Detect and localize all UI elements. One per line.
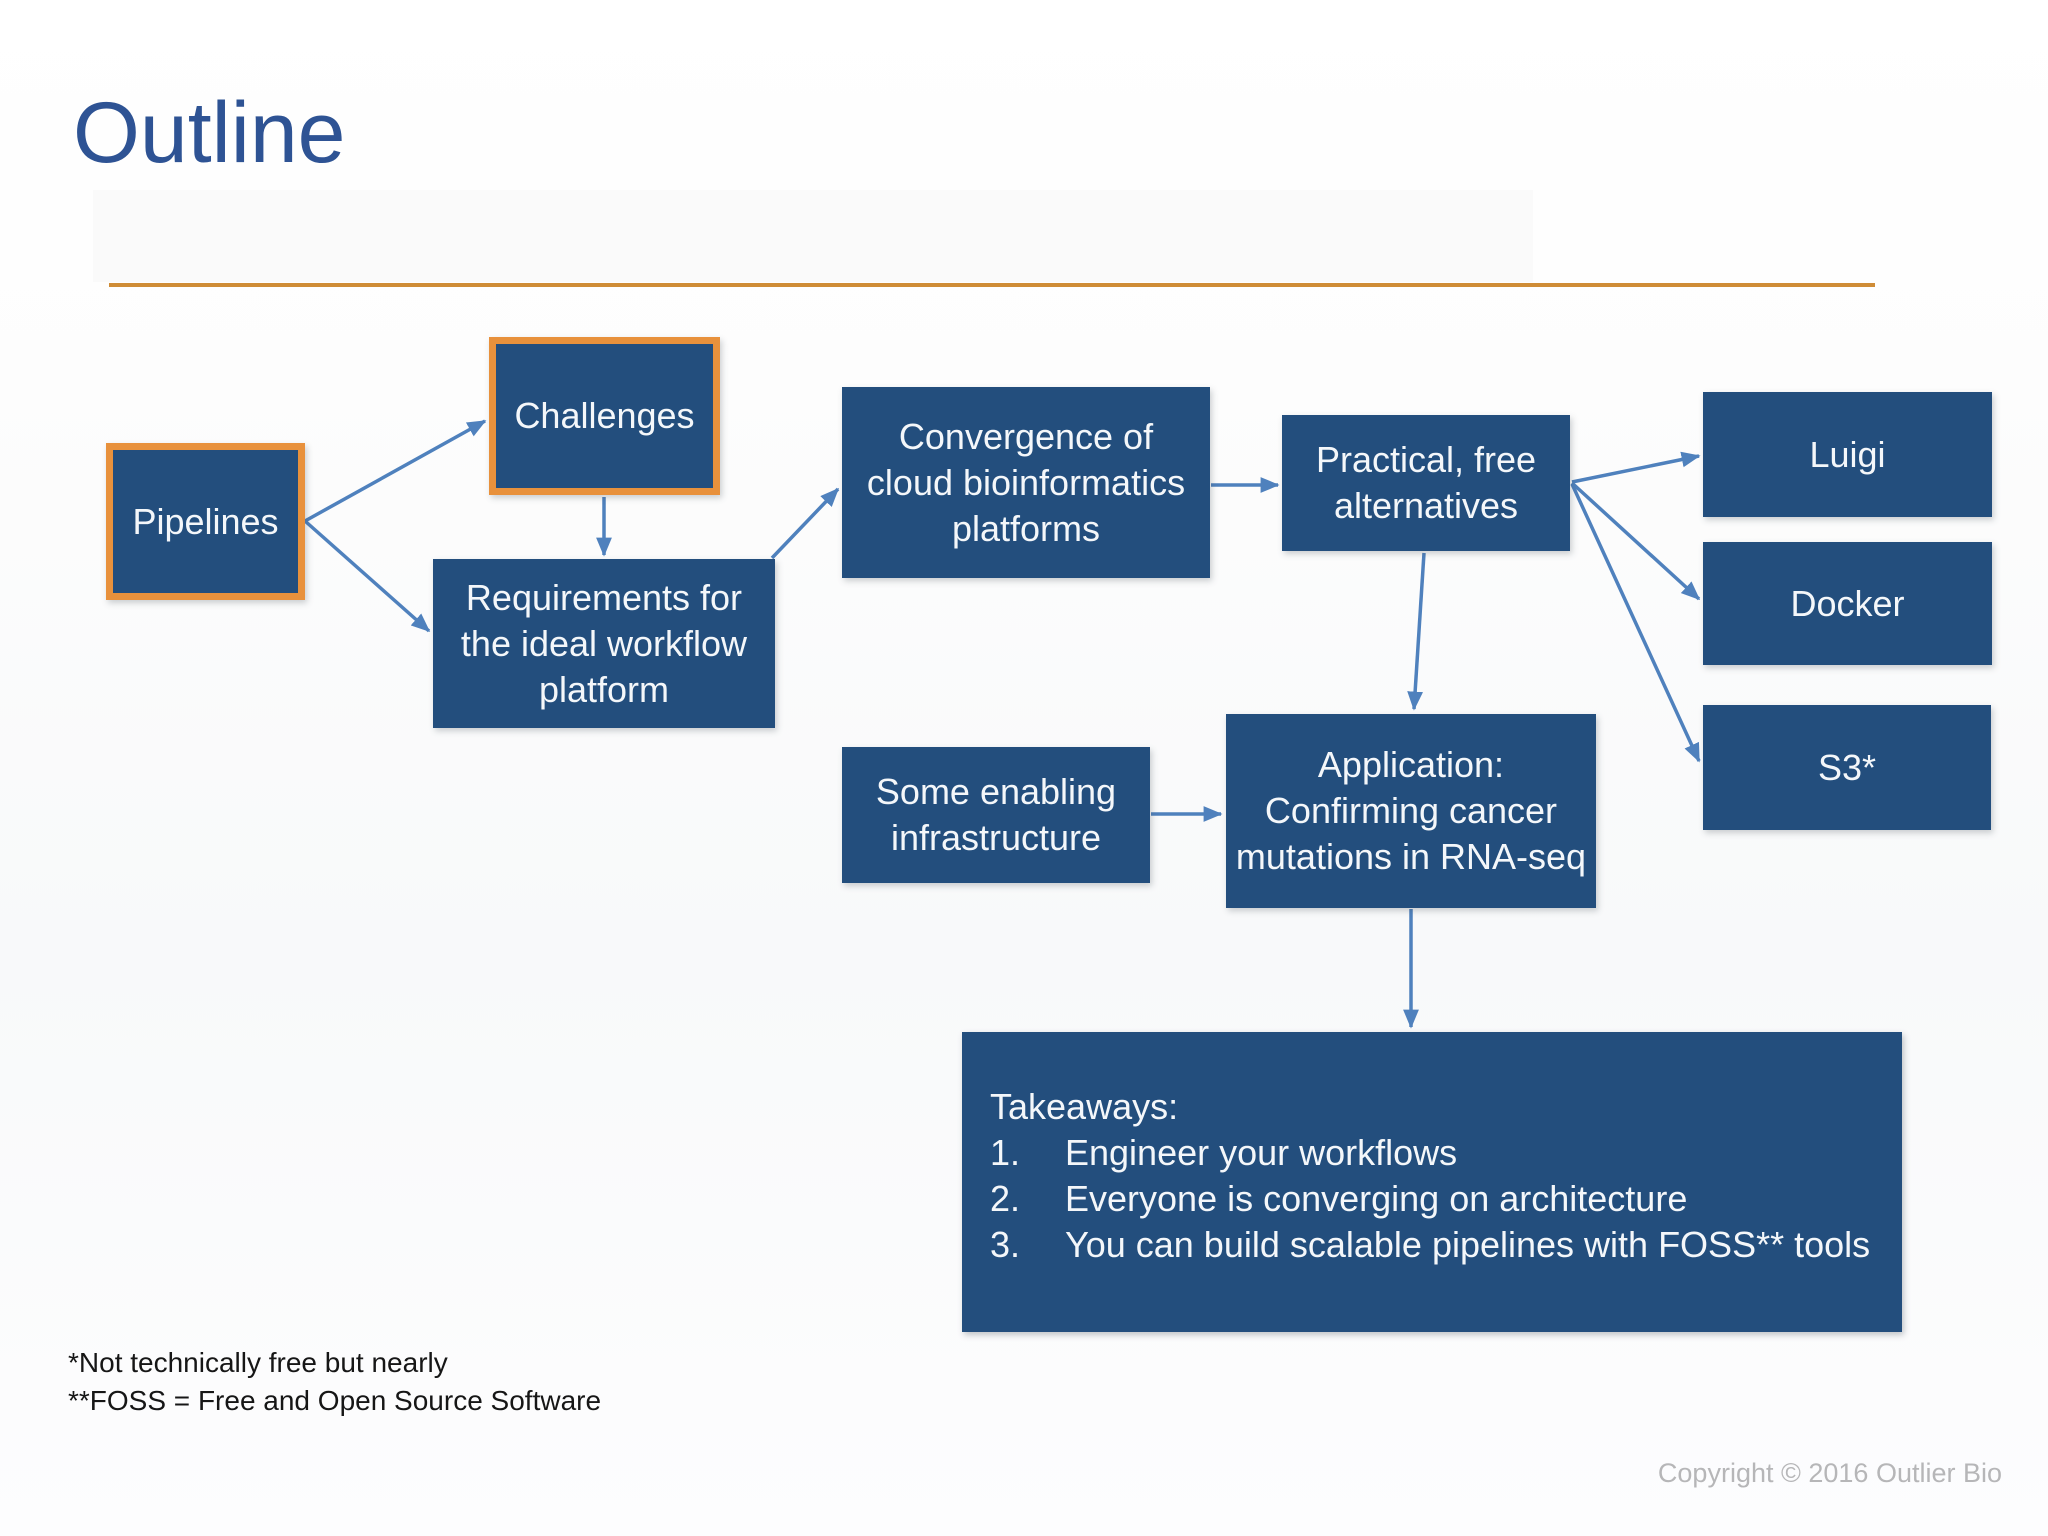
node-takeaways: Takeaways: 1. Engineer your workflows 2.… <box>962 1032 1902 1332</box>
takeaway-item: 2. Everyone is converging on architectur… <box>990 1176 1872 1222</box>
arrow-pipelines-challenges <box>304 419 487 523</box>
takeaway-text: Everyone is converging on architecture <box>1065 1178 1688 1219</box>
takeaway-item: 3. You can build scalable pipelines with… <box>990 1222 1872 1268</box>
footnote-line: *Not technically free but nearly <box>68 1347 448 1378</box>
arrow-practical-luigi <box>1571 451 1701 484</box>
takeaway-number: 1. <box>990 1132 1021 1173</box>
node-challenges: Challenges <box>489 337 720 495</box>
node-requirements: Requirements for the ideal workflow plat… <box>433 559 775 728</box>
takeaway-number: 3. <box>990 1224 1021 1265</box>
page-title: Outline <box>73 85 346 181</box>
footnotes: *Not technically free but nearly **FOSS … <box>68 1344 601 1420</box>
node-practical-alternatives: Practical, free alternatives <box>1282 415 1570 551</box>
takeaway-item: 1. Engineer your workflows <box>990 1130 1872 1176</box>
title-underlay-band <box>93 190 1533 282</box>
node-enabling-infrastructure: Some enabling infrastructure <box>842 747 1150 883</box>
takeaway-text: Engineer your workflows <box>1065 1132 1458 1173</box>
takeaways-heading: Takeaways: <box>990 1086 1179 1127</box>
copyright-notice: Copyright © 2016 Outlier Bio <box>1657 1458 2002 1488</box>
node-docker: Docker <box>1703 542 1992 665</box>
node-pipelines: Pipelines <box>106 443 305 600</box>
title-divider-rule <box>109 283 1875 287</box>
footnote-line: **FOSS = Free and Open Source Software <box>68 1385 602 1416</box>
arrow-requirements-convergence <box>770 487 840 560</box>
node-s3: S3* <box>1703 705 1991 830</box>
arrow-practical-application <box>1407 552 1426 711</box>
node-convergence: Convergence of cloud bioinformatics plat… <box>842 387 1210 578</box>
node-application: Application: Confirming cancer mutations… <box>1226 714 1596 908</box>
arrow-practical-docker <box>1570 481 1701 601</box>
takeaway-number: 2. <box>990 1178 1021 1219</box>
arrow-pipelines-requirements <box>303 519 431 633</box>
takeaway-text: You can build scalable pipelines with FO… <box>1065 1224 1871 1265</box>
node-luigi: Luigi <box>1703 392 1992 517</box>
